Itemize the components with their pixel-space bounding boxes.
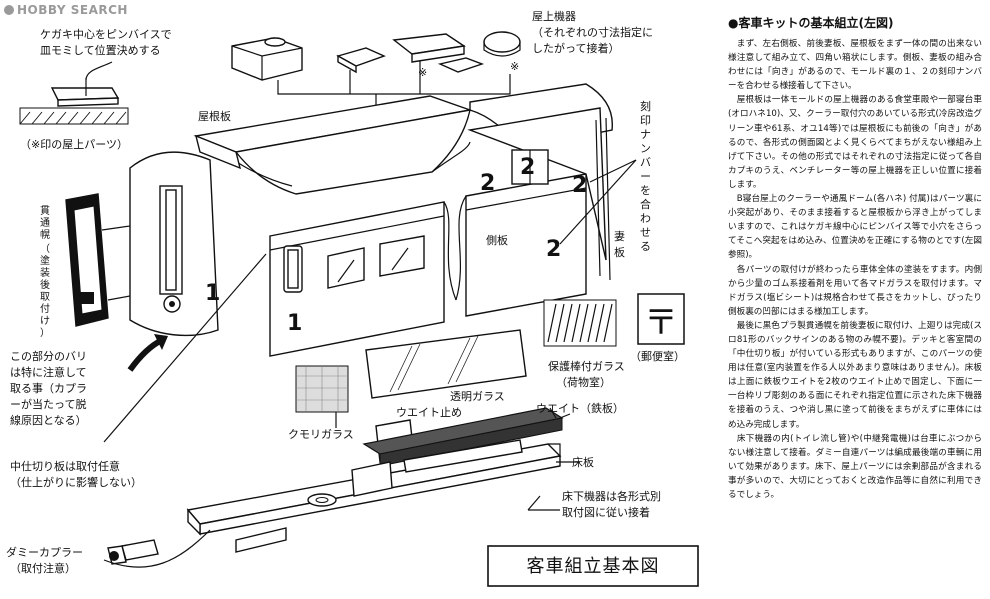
weight-parts (362, 407, 564, 467)
label-gangway-8: 取 (40, 291, 50, 303)
label-rooftop-equipment-line2: （それぞれの寸法指定に (532, 25, 653, 39)
label-mail-room: （郵便室） (630, 349, 685, 363)
number-1: 1 (205, 281, 220, 306)
instruction-heading: ●客車キットの基本組立(左図) (728, 16, 894, 30)
label-frosted-glass: クモリガラス (288, 428, 354, 441)
label-gangway-9: 付 (40, 302, 50, 315)
floor-plate (186, 413, 580, 553)
label-protective-glass-2: （荷物室） (556, 375, 611, 389)
label-rooftop-equipment-line3: したがって接着） (532, 41, 619, 55)
label-number-align-3: ナ (640, 128, 651, 141)
label-dummy-coupler-1: ダミーカプラー (6, 545, 83, 559)
roof-part-detail (19, 61, 129, 125)
label-gangway-2: 通 (40, 217, 50, 229)
label-roof-panel: 屋根板 (198, 109, 231, 123)
instruction-paragraph: 屋根板は一体モールドの屋上機器のある食堂車殿や一部寝台車(オロハネ10)、又、ク… (728, 95, 982, 190)
label-weight-stopper: ウエイト止め (396, 406, 462, 419)
label-weight: ウエイト（鉄板） (536, 401, 624, 415)
label-burr-note-2: は特に注意して (10, 365, 87, 379)
label-underfloor-1: 床下機器は各形式別 (562, 489, 661, 503)
instruction-paragraph: B寝台屋上のクーラーや通風ドーム(各ハネ) 付属)はパーツ裏に小突起があり、その… (728, 194, 982, 261)
label-number-align-1: 刻 (640, 99, 651, 113)
logo-dot-icon (4, 5, 14, 15)
label-number-align-6: ー (640, 170, 651, 183)
label-number-align-7: を (640, 184, 651, 197)
label-side-panel: 側板 (486, 233, 508, 247)
instruction-paragraph: 最後に黒色プラ製貫通幌を前後妻板に取付け、上廻りは完成(スロ81形のバックサイン… (728, 320, 982, 430)
number-2: 2 (546, 237, 561, 262)
diagram-title: 客車組立基本図 (527, 556, 660, 577)
label-clear-glass: 透明ガラス (450, 390, 505, 403)
label-number-align-9: わ (640, 212, 651, 225)
label-partition-2: （仕上がりに影響しない） (10, 475, 142, 489)
label-burr-note-5: 線原因となる） (10, 413, 87, 427)
roof-panel (193, 83, 613, 195)
logo-text: HOBBY SEARCH (17, 3, 128, 17)
label-number-align-10: せ (640, 226, 651, 239)
car-body: 1 1 2 2 2 2 (129, 107, 637, 357)
label-protective-glass-1: 保護棒付ガラス (548, 359, 625, 373)
number-2: 2 (572, 173, 587, 198)
label-number-align-11: る (640, 240, 651, 253)
title-box (487, 545, 699, 587)
label-number-align-2: 印 (640, 114, 651, 127)
label-kegaki-line2: 皿モミして位置決めする (40, 43, 161, 57)
watermark-logo: HOBBY SEARCH (4, 3, 128, 17)
gangway-part (65, 193, 131, 327)
number-1: 1 (287, 311, 302, 336)
label-end-panel-2: 板 (614, 245, 625, 259)
number-2: 2 (520, 155, 535, 180)
instruction-paragraph: 各パーツの取付けが終わったら車体全体の塗装をすます。内側から少量のゴム系接着剤を… (728, 264, 982, 317)
assembly-diagram: ※ ※ 1 (6, 9, 699, 587)
mark-asterisk: ※ (510, 60, 519, 73)
glass-parts: 〒 (295, 293, 685, 428)
postal-mark-icon: 〒 (644, 303, 678, 343)
label-burr-note-4: ーが当たって脱 (10, 397, 86, 411)
dummy-coupler-part (103, 529, 211, 568)
label-burr-note-3: 取る事（カプラ (10, 382, 87, 395)
number-2: 2 (480, 171, 495, 196)
instruction-paragraph: まず、左右側板、前後妻板、屋根板をまず一体の間の出来ない様注意して組み立て、四角… (728, 39, 982, 92)
label-gangway-3: 幌 (40, 228, 50, 241)
label-floor-plate: 床板 (572, 455, 594, 469)
label-kegaki-line1: ケガキ中心をピンバイスで (40, 28, 172, 41)
label-number-align-4: ン (640, 142, 651, 155)
label-number-align-8: 合 (640, 197, 651, 211)
label-gangway-5: 塗 (40, 254, 50, 267)
label-underfloor-2: 取付図に従い接着 (562, 505, 650, 519)
label-gangway-10: け (40, 315, 50, 327)
label-dummy-coupler-2: （取付注意） (10, 561, 76, 575)
label-gangway-4: （ (40, 243, 50, 255)
mark-asterisk: ※ (418, 66, 427, 79)
label-roof-part-note: （※印の屋上パーツ） (20, 138, 128, 151)
rooftop-equipment: ※ ※ (231, 31, 521, 126)
label-gangway-11: ） (40, 327, 50, 339)
label-gangway-6: 装 (40, 266, 50, 279)
instruction-paragraph: 床下機器の内(トイレ流し管)や(中継発電機)は台車にぶつからない様注意して接着。… (728, 433, 982, 500)
label-number-align-5: バ (640, 156, 651, 169)
label-end-panel-1: 妻 (614, 230, 625, 243)
label-gangway-7: 後 (40, 278, 50, 291)
label-partition-1: 中仕切り板は取付任意 (10, 459, 120, 473)
label-rooftop-equipment-line1: 屋上機器 (532, 9, 576, 23)
label-gangway-1: 貫 (40, 205, 50, 217)
instruction-text-column: ●客車キットの基本組立(左図) まず、左右側板、前後妻板、屋根板をまず一体の間の… (728, 14, 982, 594)
label-burr-note-1: この部分のバリ (10, 349, 87, 363)
